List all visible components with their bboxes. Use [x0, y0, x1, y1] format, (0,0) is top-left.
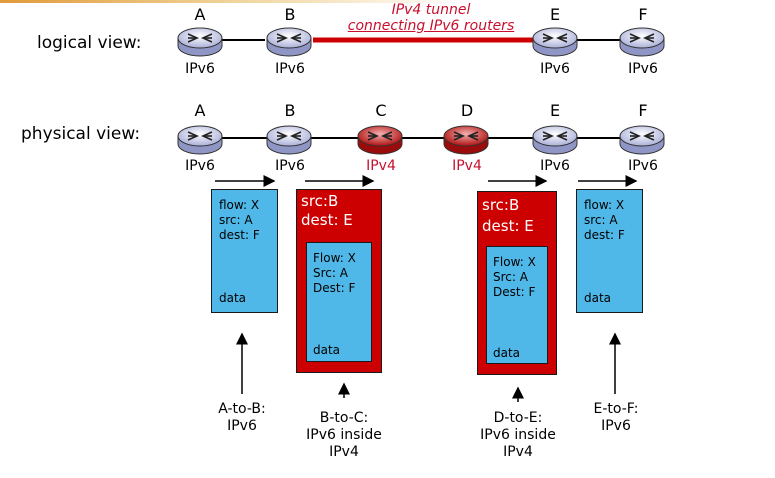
logical-router-b-icon: [266, 27, 312, 57]
packet-ef-dest: dest: F: [584, 228, 625, 242]
physical-router-proto-b: IPv6: [275, 158, 305, 174]
logical-router-proto-a: IPv6: [185, 61, 215, 77]
packet-bc-outer-dest: dest: E: [301, 211, 353, 229]
logical-router-proto-e: IPv6: [540, 61, 570, 77]
physical-router-a-icon: [177, 125, 223, 155]
packet-ab-src: src: A: [219, 213, 253, 227]
caption-ab-line2: IPv6: [227, 418, 257, 434]
logical-view-label: logical view:: [37, 33, 142, 53]
logical-router-f-icon: [619, 27, 665, 57]
caption-ef-line1: E-to-F:: [593, 401, 639, 417]
physical-router-name-c: C: [375, 101, 387, 120]
physical-router-c-icon: [357, 125, 403, 155]
packet-bc-outer-src: src:B: [301, 192, 339, 210]
physical-router-proto-e: IPv6: [540, 158, 570, 174]
tunnel-label-line2: connecting IPv6 routers: [347, 18, 515, 34]
physical-router-proto-d: IPv4: [452, 158, 482, 174]
caption-de-line1: D-to-E:: [493, 410, 543, 426]
packet-de-src: Src: A: [493, 270, 528, 284]
caption-de-line3: IPv4: [503, 444, 533, 460]
caption-bc-line1: B-to-C:: [319, 410, 369, 426]
physical-router-proto-c: IPv4: [366, 158, 396, 174]
packet-bc-flow: Flow: X: [313, 251, 356, 265]
caption-ef-line2: IPv6: [601, 418, 631, 434]
logical-router-name-b: B: [284, 5, 296, 24]
caption-bc-line3: IPv4: [329, 444, 359, 460]
logical-router-a-icon: [177, 27, 223, 57]
packet-de-outer-src: src:B: [482, 196, 520, 214]
logical-router-e-icon: [532, 27, 578, 57]
slide-top-bar: [0, 0, 775, 3]
physical-router-name-e: E: [549, 101, 561, 120]
caption-de: D-to-E: IPv6 inside IPv4: [470, 410, 566, 461]
packet-ef-data: data: [584, 291, 612, 305]
physical-router-name-b: B: [284, 101, 296, 120]
physical-router-name-a: A: [194, 101, 206, 120]
caption-bc-line2: IPv6 inside: [306, 427, 382, 443]
logical-router-name-e: E: [549, 5, 561, 24]
physical-router-b-icon: [266, 125, 312, 155]
packet-de-flow: Flow: X: [493, 255, 536, 269]
packet-ab: flow: X src: A dest: F data: [211, 189, 278, 313]
caption-ef: E-to-F: IPv6: [572, 401, 660, 435]
packet-ab-data: data: [219, 291, 247, 305]
packet-de-data: data: [493, 346, 521, 360]
caption-ab-line1: A-to-B:: [218, 401, 266, 417]
physical-router-name-f: F: [638, 101, 648, 120]
logical-router-proto-f: IPv6: [628, 61, 658, 77]
caption-de-line2: IPv6 inside: [480, 427, 556, 443]
logical-router-name-f: F: [638, 5, 648, 24]
physical-view-label: physical view:: [21, 124, 141, 144]
tunnel-label: IPv4 tunnel connecting IPv6 routers: [326, 2, 536, 34]
packet-ef: flow: X src: A dest: F data: [576, 189, 643, 313]
packet-bc-src: Src: A: [313, 266, 348, 280]
packet-de-ipv6: Flow: X Src: A Dest: F data: [486, 246, 548, 364]
logical-router-proto-b: IPv6: [275, 61, 305, 77]
packet-ab-dest: dest: F: [219, 228, 260, 242]
caption-bc: B-to-C: IPv6 inside IPv4: [296, 410, 392, 461]
packet-de-ipv4: src:B dest: E Flow: X Src: A Dest: F dat…: [477, 191, 557, 375]
caption-ab: A-to-B: IPv6: [200, 401, 284, 435]
packet-bc-ipv6: Flow: X Src: A Dest: F data: [306, 242, 372, 362]
physical-router-proto-a: IPv6: [185, 158, 215, 174]
packet-ab-flow: flow: X: [219, 198, 260, 212]
logical-router-name-a: A: [194, 5, 206, 24]
packet-ef-flow: flow: X: [584, 198, 625, 212]
packet-bc-dest: Dest: F: [313, 281, 356, 295]
packet-de-dest: Dest: F: [493, 285, 536, 299]
physical-router-d-icon: [443, 125, 489, 155]
physical-router-f-icon: [619, 125, 665, 155]
packet-bc-data: data: [313, 343, 341, 357]
packet-de-outer-dest: dest: E: [482, 217, 534, 235]
tunnel-label-line1: IPv4 tunnel: [391, 2, 471, 18]
physical-router-e-icon: [532, 125, 578, 155]
packet-bc-ipv4: src:B dest: E Flow: X Src: A Dest: F dat…: [296, 189, 382, 373]
packet-ef-src: src: A: [584, 213, 618, 227]
physical-router-name-d: D: [460, 101, 474, 120]
physical-router-proto-f: IPv6: [628, 158, 658, 174]
